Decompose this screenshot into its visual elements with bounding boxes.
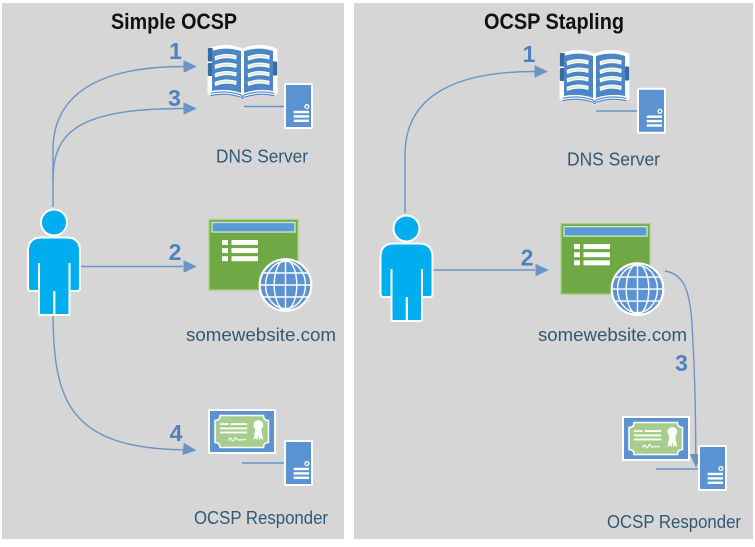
svg-text:2: 2	[169, 239, 182, 265]
svg-text:OCSP Responder: OCSP Responder	[607, 512, 741, 532]
svg-text:Simple OCSP: Simple OCSP	[111, 9, 237, 34]
svg-text:2: 2	[521, 245, 534, 271]
svg-text:somewebsite.com: somewebsite.com	[538, 325, 687, 345]
svg-text:4: 4	[170, 420, 183, 446]
svg-text:1: 1	[169, 38, 182, 64]
svg-text:1: 1	[523, 41, 536, 67]
svg-text:DNS Server: DNS Server	[567, 150, 660, 170]
svg-text:DNS Server: DNS Server	[216, 147, 308, 167]
svg-text:3: 3	[168, 85, 181, 111]
svg-text:OCSP Responder: OCSP Responder	[194, 508, 328, 528]
svg-text:3: 3	[675, 350, 688, 376]
svg-text:OCSP Stapling: OCSP Stapling	[484, 9, 624, 34]
svg-text:somewebsite.com: somewebsite.com	[186, 325, 336, 345]
